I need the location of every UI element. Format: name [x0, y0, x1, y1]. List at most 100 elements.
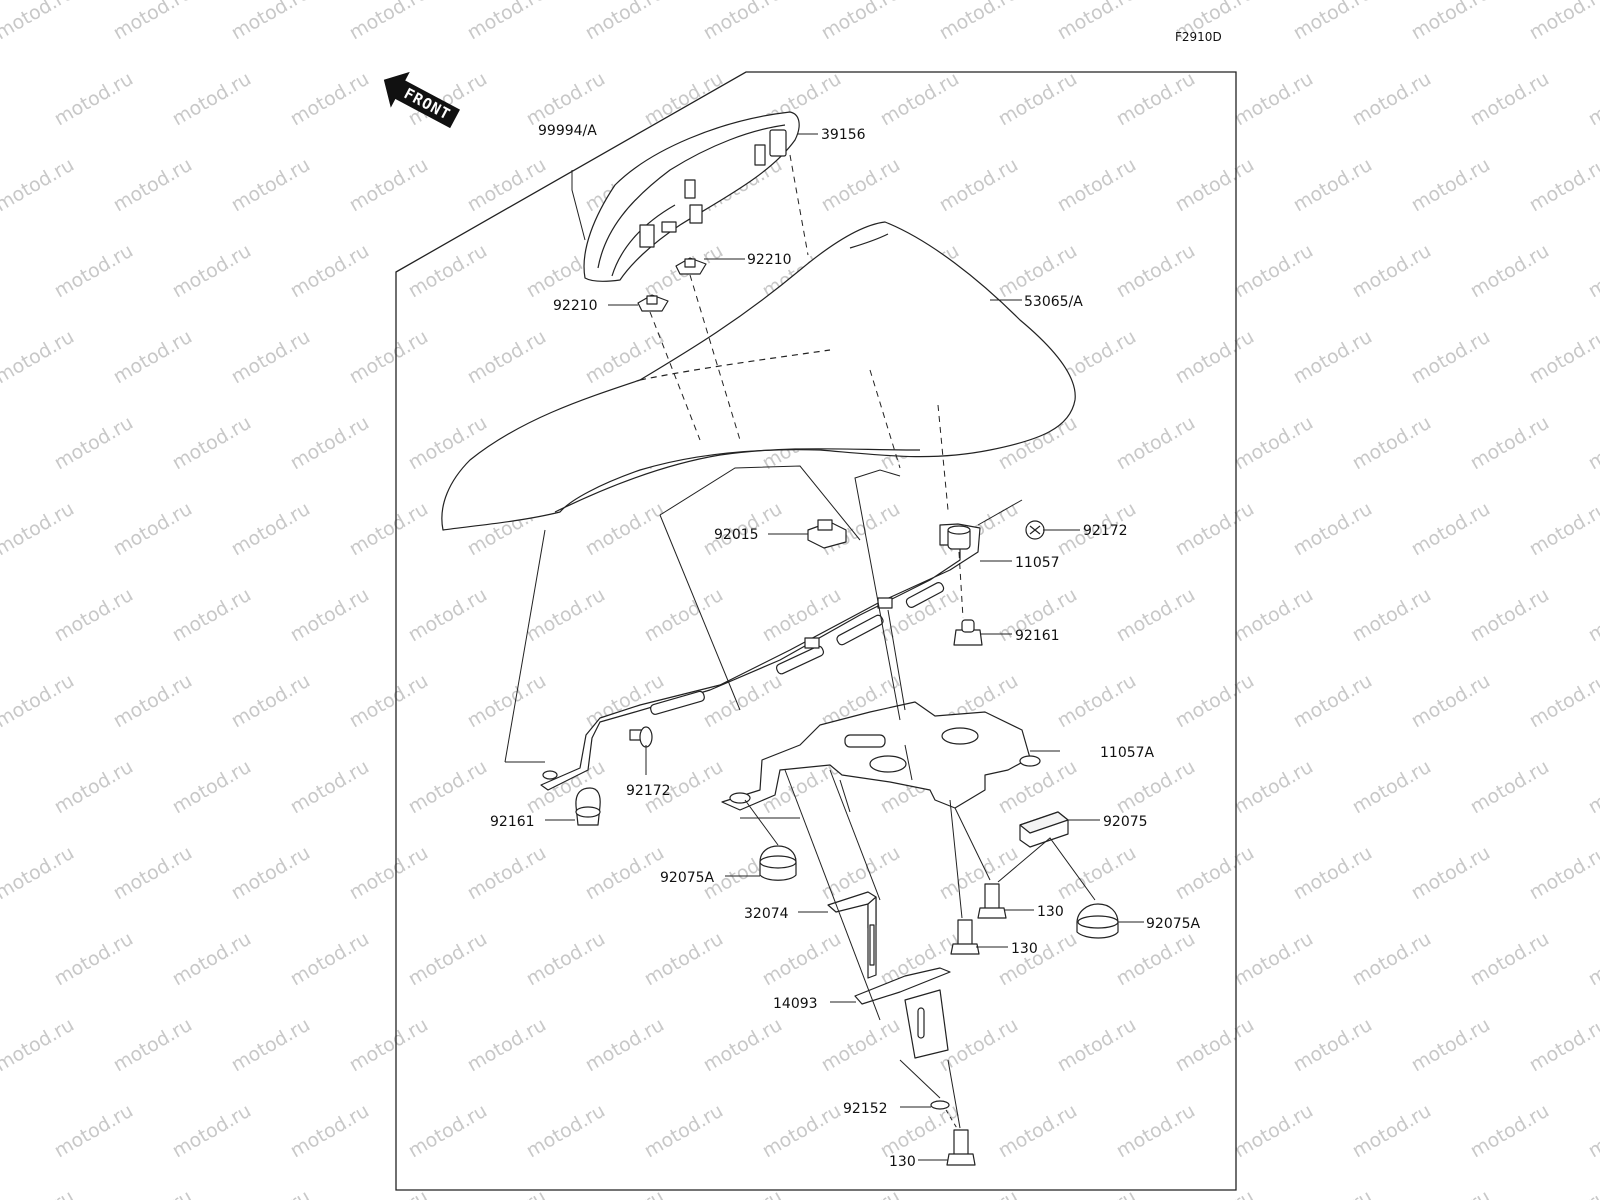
watermark-text: motod.ru [1113, 584, 1199, 647]
watermark-text: motod.ru [0, 1186, 78, 1200]
watermark-text: motod.ru [1585, 68, 1600, 131]
watermark-text: motod.ru [1467, 240, 1553, 303]
watermark-text: motod.ru [523, 1100, 609, 1163]
watermark-text: motod.ru [464, 154, 550, 217]
part-label-99994a: 99994/A [538, 123, 597, 139]
watermark-text: motod.ru [582, 498, 668, 561]
grommet-part [575, 787, 601, 826]
watermark-text: motod.ru [1113, 68, 1199, 131]
stay-bracket-part [827, 891, 877, 979]
watermark-text: motod.ru [1408, 1186, 1494, 1200]
watermark-text: motod.ru [287, 756, 373, 819]
watermark-text: motod.ru [641, 68, 727, 131]
watermark-text: motod.ru [1054, 1186, 1140, 1200]
watermark-text: motod.ru [1290, 842, 1376, 905]
mount-plate-part [721, 701, 1041, 811]
watermark-text: motod.ru [700, 0, 786, 44]
watermark-text: motod.ru [936, 1186, 1022, 1200]
watermark-text: motod.ru [1526, 670, 1600, 733]
part-label-14093: 14093 [773, 996, 818, 1012]
watermark-text: motod.ru [1526, 326, 1600, 389]
watermark-text: motod.ru [1526, 1014, 1600, 1077]
part-label-92172: 92172 [1083, 523, 1128, 539]
watermark-text: motod.ru [1172, 498, 1258, 561]
watermark-text: motod.ru [110, 0, 196, 44]
watermark-text: motod.ru [1113, 240, 1199, 303]
watermark-text: motod.ru [51, 240, 137, 303]
damper-part [1076, 903, 1119, 939]
watermark-text: motod.ru [228, 842, 314, 905]
seat-cowl-part [583, 111, 800, 282]
watermark-text: motod.ru [0, 842, 78, 905]
watermark-text: motod.ru [1172, 326, 1258, 389]
watermark-text: motod.ru [1467, 756, 1553, 819]
watermark-text: motod.ru [51, 1100, 137, 1163]
watermark-text: motod.ru [110, 1014, 196, 1077]
watermark-text: motod.ru [464, 670, 550, 733]
watermark-text: motod.ru [228, 0, 314, 44]
rubber-block-part [1019, 811, 1069, 848]
watermark-text: motod.ru [1113, 756, 1199, 819]
watermark-text: motod.ru [1231, 412, 1317, 475]
rubber-pad-part [637, 294, 669, 312]
watermark-text: motod.ru [51, 584, 137, 647]
part-label-92172: 92172 [626, 783, 671, 799]
watermark-text: motod.ru [51, 412, 137, 475]
watermark-text: motod.ru [346, 0, 432, 44]
watermark-text: motod.ru [1113, 412, 1199, 475]
watermark-text: motod.ru [1054, 1014, 1140, 1077]
watermark-text: motod.ru [995, 1100, 1081, 1163]
screw-part [629, 726, 653, 748]
watermark-text: motod.ru [405, 584, 491, 647]
watermark-text: motod.ru [228, 326, 314, 389]
watermark-text: motod.ru [1054, 670, 1140, 733]
watermark-text: motod.ru [1113, 928, 1199, 991]
part-label-92075: 92075 [1103, 814, 1148, 830]
watermark-text: motod.ru [641, 1100, 727, 1163]
watermark-text: motod.ru [1467, 584, 1553, 647]
watermark-text: motod.ru [1349, 240, 1435, 303]
watermark-text: motod.ru [759, 584, 845, 647]
part-label-130: 130 [1011, 941, 1038, 957]
grommet-part [953, 619, 983, 646]
watermark-text: motod.ru [0, 154, 78, 217]
watermark-text: motod.ru [287, 240, 373, 303]
watermark-text: motod.ru [1408, 0, 1494, 44]
watermark-text: motod.ru [523, 68, 609, 131]
clip-part [807, 519, 847, 549]
part-label-11057a: 11057A [1100, 745, 1155, 761]
watermark-text: motod.ru [1408, 1014, 1494, 1077]
watermark-text: motod.ru [228, 1014, 314, 1077]
watermark-text: motod.ru [1349, 1100, 1435, 1163]
part-label-39156: 39156 [821, 127, 866, 143]
watermark-text: motod.ru [464, 1014, 550, 1077]
watermark-text: motod.ru [405, 928, 491, 991]
watermark-text: motod.ru [1172, 154, 1258, 217]
watermark-text: motod.ru [1526, 154, 1600, 217]
watermark-text: motod.ru [641, 584, 727, 647]
watermark-text: motod.ru [877, 1100, 963, 1163]
watermark-text: motod.ru [1172, 670, 1258, 733]
watermark-text: motod.ru [1290, 1014, 1376, 1077]
watermark-text: motod.ru [228, 670, 314, 733]
watermark-text: motod.ru [936, 1014, 1022, 1077]
watermark-text: motod.ru [700, 1186, 786, 1200]
watermark-text: motod.ru [169, 240, 255, 303]
watermark-text: motod.ru [936, 0, 1022, 44]
watermark-text: motod.ru [1231, 584, 1317, 647]
part-label-92161: 92161 [490, 814, 535, 830]
seat-cover-part [441, 221, 1076, 531]
bolt-part [977, 883, 1007, 919]
watermark-text: motod.ru [464, 1186, 550, 1200]
watermark-text: motod.ru [1231, 1100, 1317, 1163]
watermark-text: motod.ru [1231, 240, 1317, 303]
watermark-text: motod.ru [582, 1014, 668, 1077]
watermark-text: motod.ru [1467, 928, 1553, 991]
part-label-92161: 92161 [1015, 628, 1060, 644]
watermark-text: motod.ru [0, 326, 78, 389]
diagram-frame [395, 71, 1237, 1191]
watermark-text: motod.ru [169, 756, 255, 819]
watermark-text: motod.ru [0, 1014, 78, 1077]
watermark-text: motod.ru [0, 0, 78, 44]
